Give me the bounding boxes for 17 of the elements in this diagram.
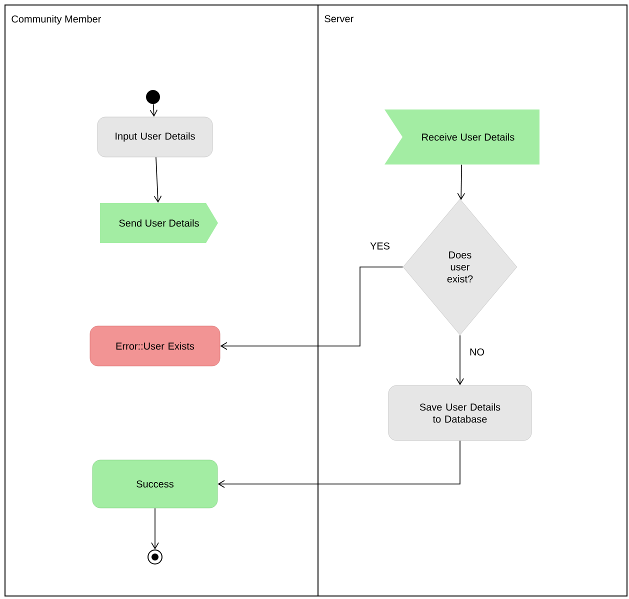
action-box: Error::User Exists xyxy=(90,326,220,366)
arrow xyxy=(151,508,159,550)
arrow xyxy=(218,440,460,488)
edge-label: NO xyxy=(468,347,486,357)
arrow xyxy=(154,156,162,203)
end-bullseye xyxy=(148,550,162,564)
arrow xyxy=(150,104,158,117)
action-box: Save User Details to Database xyxy=(388,385,532,441)
action-box: Success xyxy=(92,460,218,508)
receive-signal: Receive User Details xyxy=(384,110,540,164)
action-box: Input User Details xyxy=(97,116,213,158)
arrow xyxy=(220,266,404,350)
arrow xyxy=(456,334,464,386)
edge-label: YES xyxy=(369,241,391,251)
arrow xyxy=(457,164,466,200)
start-dot xyxy=(146,90,160,104)
send-signal: Send User Details xyxy=(100,203,218,243)
